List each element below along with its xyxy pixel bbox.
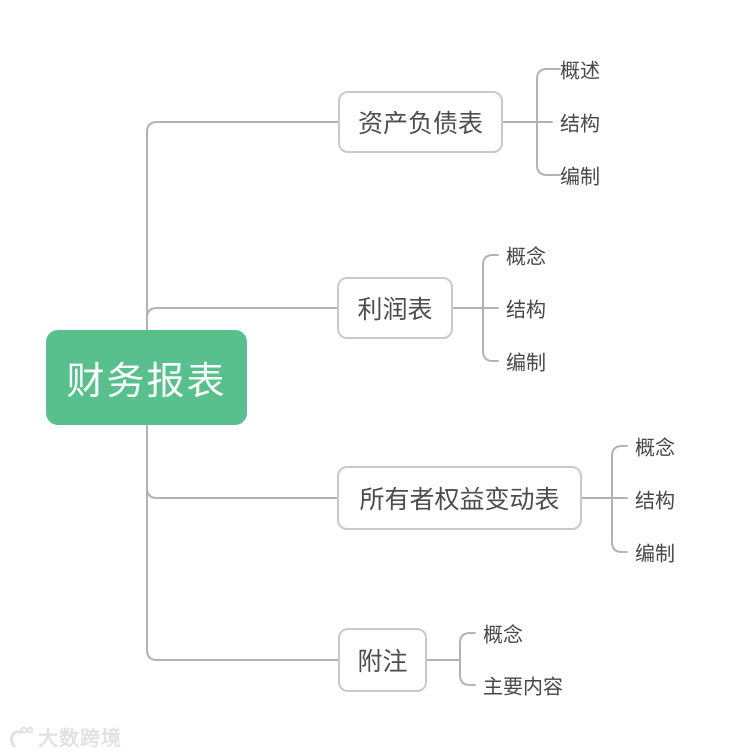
branch-node-income-statement[interactable]: 利润表 [337, 277, 453, 339]
link-root-branch4 [146, 422, 339, 661]
bracket-branch4 [459, 632, 476, 686]
branch-node-equity-changes[interactable]: 所有者权益变动表 [337, 466, 582, 530]
link-root-branch1 [146, 121, 339, 333]
leaf-node[interactable]: 概念 [506, 246, 546, 269]
leaf-node[interactable]: 编制 [560, 166, 600, 189]
leaf-node[interactable]: 主要内容 [483, 676, 563, 699]
watermark: 大数跨境 [8, 722, 122, 751]
bracket-branch1 [536, 68, 561, 176]
bracket-branch2 [482, 254, 499, 362]
leaf-node[interactable]: 结构 [635, 490, 675, 513]
leaf-node[interactable]: 结构 [506, 299, 546, 322]
branch-node-balance-sheet[interactable]: 资产负债表 [338, 91, 503, 153]
leaf-node[interactable]: 编制 [506, 352, 546, 375]
leaf-node[interactable]: 编制 [635, 543, 675, 566]
link-root-branch2 [146, 307, 338, 333]
leaf-node[interactable]: 概念 [483, 624, 523, 647]
leaf-node[interactable]: 结构 [560, 113, 600, 136]
leaf-node[interactable]: 概念 [635, 437, 675, 460]
link-root-branch3 [146, 422, 338, 499]
watermark-text: 大数跨境 [38, 728, 122, 750]
watermark-logo-icon [10, 726, 34, 747]
branch-node-notes[interactable]: 附注 [338, 628, 427, 692]
leaf-node[interactable]: 概述 [560, 60, 600, 83]
root-topic-node[interactable]: 财务报表 [46, 330, 247, 425]
bracket-branch3 [611, 445, 628, 553]
